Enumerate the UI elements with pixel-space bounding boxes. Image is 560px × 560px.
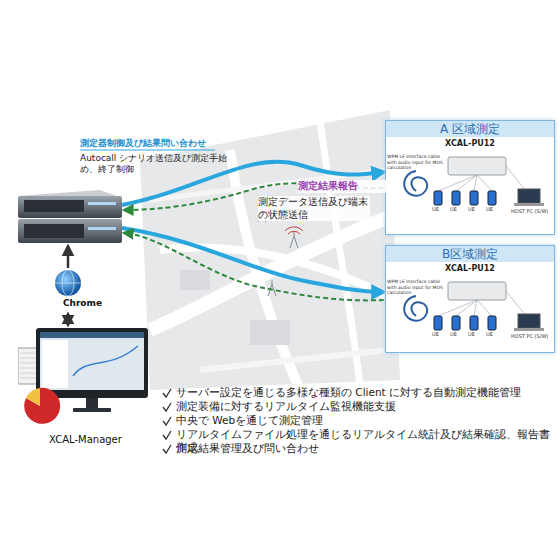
host-pc-base: [514, 328, 544, 331]
server-to-globe-arrow: [67, 246, 70, 268]
control-note: Autocall シナリオ送信及び測定手始め、終了制御: [80, 153, 230, 176]
city-map: [140, 110, 400, 390]
usb-wire: [477, 175, 492, 191]
ue-label: UE: [450, 206, 462, 212]
usb-wire: [474, 300, 477, 316]
cable-swirl: [404, 296, 427, 321]
area-box: A 区域測定 XCAL-PU12: [385, 120, 555, 235]
usb-wire: [474, 175, 477, 191]
xcal-pu12-device: [448, 282, 506, 300]
ue-phone: [470, 191, 478, 205]
check-marks: [163, 389, 171, 453]
host-pc: [518, 314, 540, 328]
device-name: XCAL-PU12: [386, 264, 554, 273]
monitor-base: [73, 408, 111, 412]
usb-wire: [438, 300, 477, 316]
ue-label: UE: [450, 331, 462, 337]
feature-bullet: 測定装備に対するリアルタイム監視機能支援: [176, 400, 556, 413]
cable-note: WPM LE Interface cable with audio input …: [387, 154, 445, 171]
feature-bullet: サーバー設定を通じる多様な種類の Client に対する自動測定機能管理: [176, 386, 556, 399]
ue-label: UE: [486, 206, 498, 212]
ue-phone: [470, 316, 478, 330]
pie-slice: [26, 388, 40, 406]
control-heading: 測定器制御及び結果問い合わせ: [80, 138, 250, 149]
ue-phone: [434, 316, 442, 330]
usb-wire: [506, 291, 526, 316]
server-rack: [18, 190, 122, 243]
screen-panel: [42, 340, 68, 388]
manager-terminal: XCAL-Manager: [18, 326, 153, 450]
control-arrow-b: [122, 228, 384, 292]
manager-name: XCAL-Manager: [18, 434, 153, 445]
host-pc: [518, 189, 540, 203]
report-heading: 測定結果報告: [298, 180, 388, 193]
device-name: XCAL-PU12: [386, 139, 554, 148]
feature-bullet: 測定結果管理及び問い合わせ: [176, 442, 556, 455]
ue-label: UE: [432, 206, 444, 212]
connector-arrow: [67, 314, 70, 325]
ue-phone: [488, 191, 496, 205]
usb-wire: [438, 175, 477, 191]
browser-globe: Chrome: [40, 268, 102, 312]
pie-chart: [24, 388, 60, 424]
area-heading: B区域測定: [386, 246, 554, 262]
ue-label: UE: [486, 331, 498, 337]
ue-phone: [452, 191, 460, 205]
host-pc-label: HOST PC (S/W): [511, 208, 553, 214]
screen-route: [73, 346, 138, 376]
ue-phone: [452, 316, 460, 330]
area-heading: A 区域測定: [386, 121, 554, 137]
ue-phone: [434, 191, 442, 205]
usb-wire: [506, 166, 526, 191]
screen-bar: [40, 332, 144, 338]
ue-label: UE: [468, 331, 480, 337]
label-underline: [80, 150, 215, 151]
report-arrow-b: [124, 233, 384, 300]
feature-bullet: 中央で Webを通じて測定管理: [176, 414, 556, 427]
report-note: 測定データ送信及び端末の状態送信: [258, 196, 370, 221]
host-pc-label: HOST PC (S/W): [511, 333, 553, 339]
host-pc-base: [514, 203, 544, 206]
measurement-setup-illustration: [386, 121, 556, 236]
cable-note: WPM LE Interface cable with audio input …: [387, 279, 445, 296]
usb-wire: [456, 300, 477, 316]
globe-icon: [40, 268, 102, 298]
usb-wire: [456, 175, 477, 191]
manager-monitor-illustration: [18, 326, 153, 426]
globe-body: [55, 270, 81, 296]
cable-swirl: [404, 171, 427, 196]
monitor-screen: [40, 332, 144, 390]
ue-label: UE: [432, 331, 444, 337]
monitor-neck: [86, 398, 98, 408]
ue-label: UE: [468, 206, 480, 212]
usb-wire: [477, 300, 492, 316]
xcal-pu12-device: [448, 157, 506, 175]
monitor-frame: [36, 328, 148, 398]
browser-name: Chrome: [40, 298, 102, 308]
globe-equator: [55, 283, 81, 284]
ue-phone: [488, 316, 496, 330]
